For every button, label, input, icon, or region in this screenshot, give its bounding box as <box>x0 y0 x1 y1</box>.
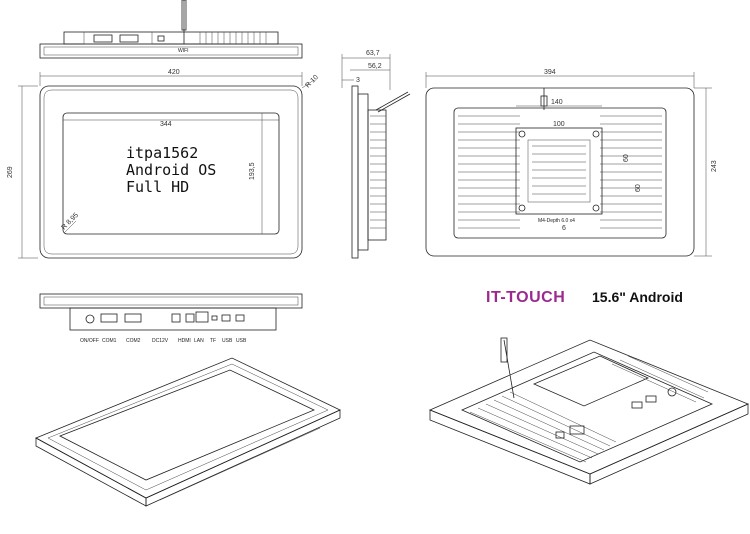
top-view: WIFI <box>39 0 303 59</box>
dim-vesa-h1: 60 <box>623 154 630 162</box>
port-label-lan: LAN <box>194 338 204 344</box>
port-label-usb-2: USB <box>236 338 247 344</box>
port-label-usb-1: USB <box>222 338 233 344</box>
port-label-tf: TF <box>210 338 216 344</box>
bottom-view: ON/OFF COM1 COM2 DC12V HDMI LAN TF USB U… <box>39 293 303 344</box>
dim-screen-width: 344 <box>160 121 172 128</box>
spec-line-model: itpa1562 <box>126 144 198 162</box>
dim-inner-radius: R 8,95 <box>60 212 80 232</box>
brand-logo: IT-TOUCH <box>486 289 565 306</box>
dim-screen-height: 193,5 <box>249 162 256 180</box>
dim-mount-span: 140 <box>551 99 563 106</box>
dim-hole: 6 <box>562 225 566 232</box>
side-view: 63,7 56,2 3 <box>341 50 411 259</box>
port-label-com2: COM2 <box>126 338 141 344</box>
back-view: 394 243 <box>425 69 718 257</box>
dim-vesa-h2: 60 <box>635 184 642 192</box>
dim-vesa-width: 100 <box>553 121 565 128</box>
dim-depth-total: 63,7 <box>366 50 380 57</box>
model-title: 15.6" Android <box>592 289 683 305</box>
front-perspective-view <box>35 357 341 507</box>
dim-depth-body: 56,2 <box>368 63 382 70</box>
back-perspective-view <box>428 337 750 485</box>
port-label-hdmi: HDMI <box>178 338 191 344</box>
dim-back-height: 243 <box>711 160 718 172</box>
wifi-label: WIFI <box>178 48 189 54</box>
dim-corner-radius: R 10 <box>304 74 319 89</box>
branding: IT-TOUCH 15.6" Android <box>486 289 683 306</box>
dim-back-width: 394 <box>544 69 556 76</box>
dim-overall-height: 269 <box>7 166 14 178</box>
spec-line-os: Android OS <box>126 161 216 179</box>
dim-bezel: 3 <box>356 77 360 84</box>
front-view: 420 269 R 10 344 193,5 R 8,95 itpa1562 A… <box>7 69 320 259</box>
screw-note: M4-Depth 6.0 x4 <box>538 218 575 224</box>
port-label-com1: COM1 <box>102 338 117 344</box>
dim-overall-width: 420 <box>168 69 180 76</box>
port-label-on-off: ON/OFF <box>80 338 99 344</box>
spec-line-resolution: Full HD <box>126 178 189 196</box>
port-label-dc12v: DC12V <box>152 338 169 344</box>
